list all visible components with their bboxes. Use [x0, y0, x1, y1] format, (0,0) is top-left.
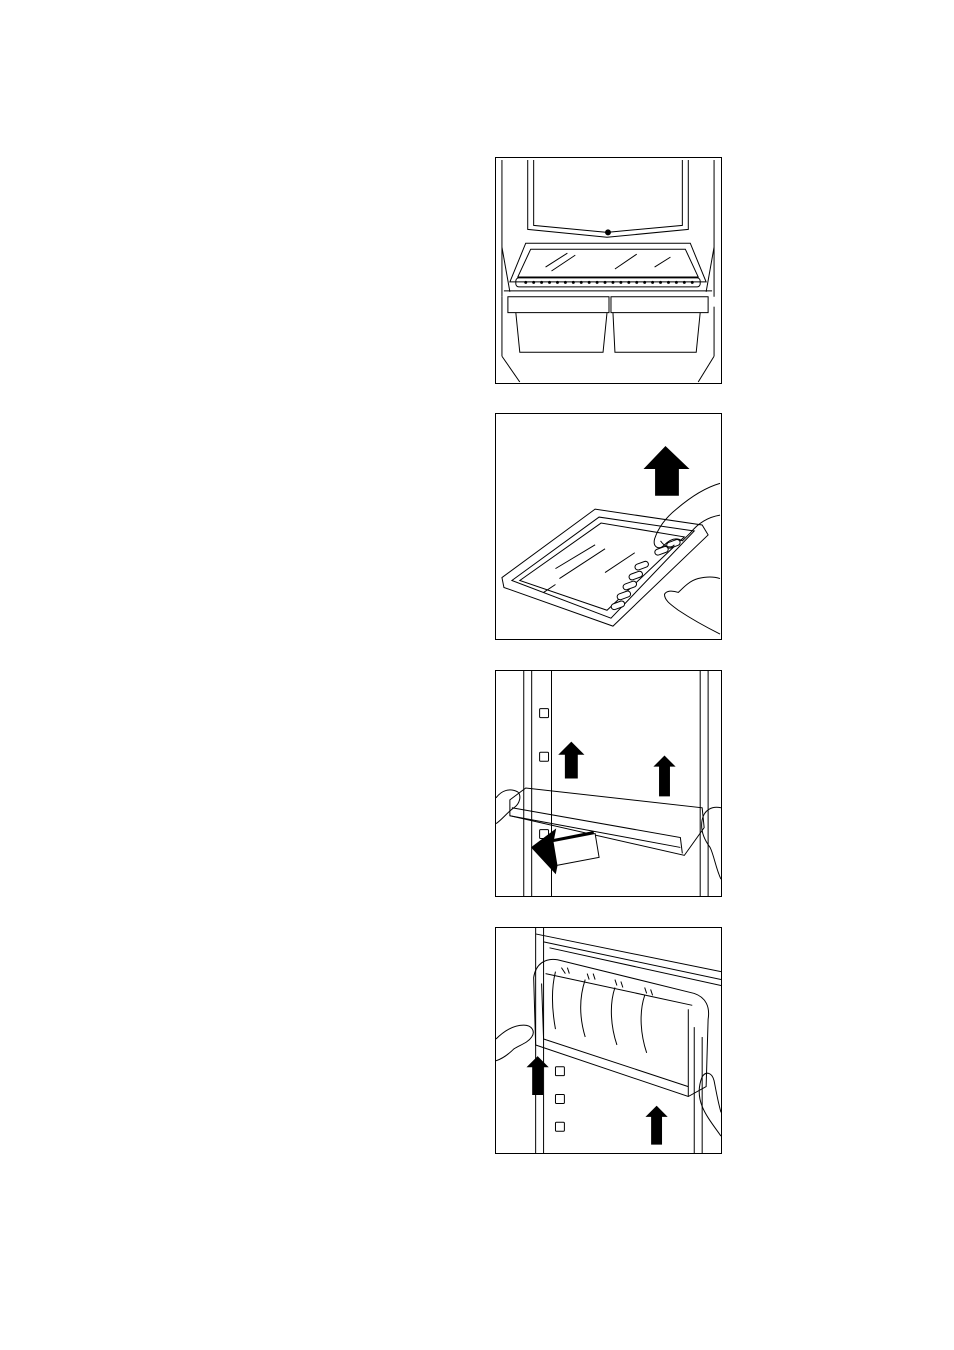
crisper-cover-illustration [495, 157, 722, 384]
lift-shelf-illustration [495, 413, 722, 640]
hand-icon [496, 1025, 533, 1061]
light-dot-icon [606, 230, 611, 235]
hand-icon [702, 807, 721, 879]
up-arrow-icon [559, 742, 583, 778]
up-arrow-icon [528, 1057, 548, 1095]
up-arrow-icon [655, 756, 675, 796]
remove-door-balcony-illustration [495, 927, 722, 1154]
up-arrow-icon [645, 447, 689, 496]
remove-door-shelf-illustration [495, 670, 722, 897]
vent-slots-icon [610, 539, 681, 611]
hand-icon [665, 577, 721, 634]
up-arrow-icon [647, 1106, 667, 1144]
